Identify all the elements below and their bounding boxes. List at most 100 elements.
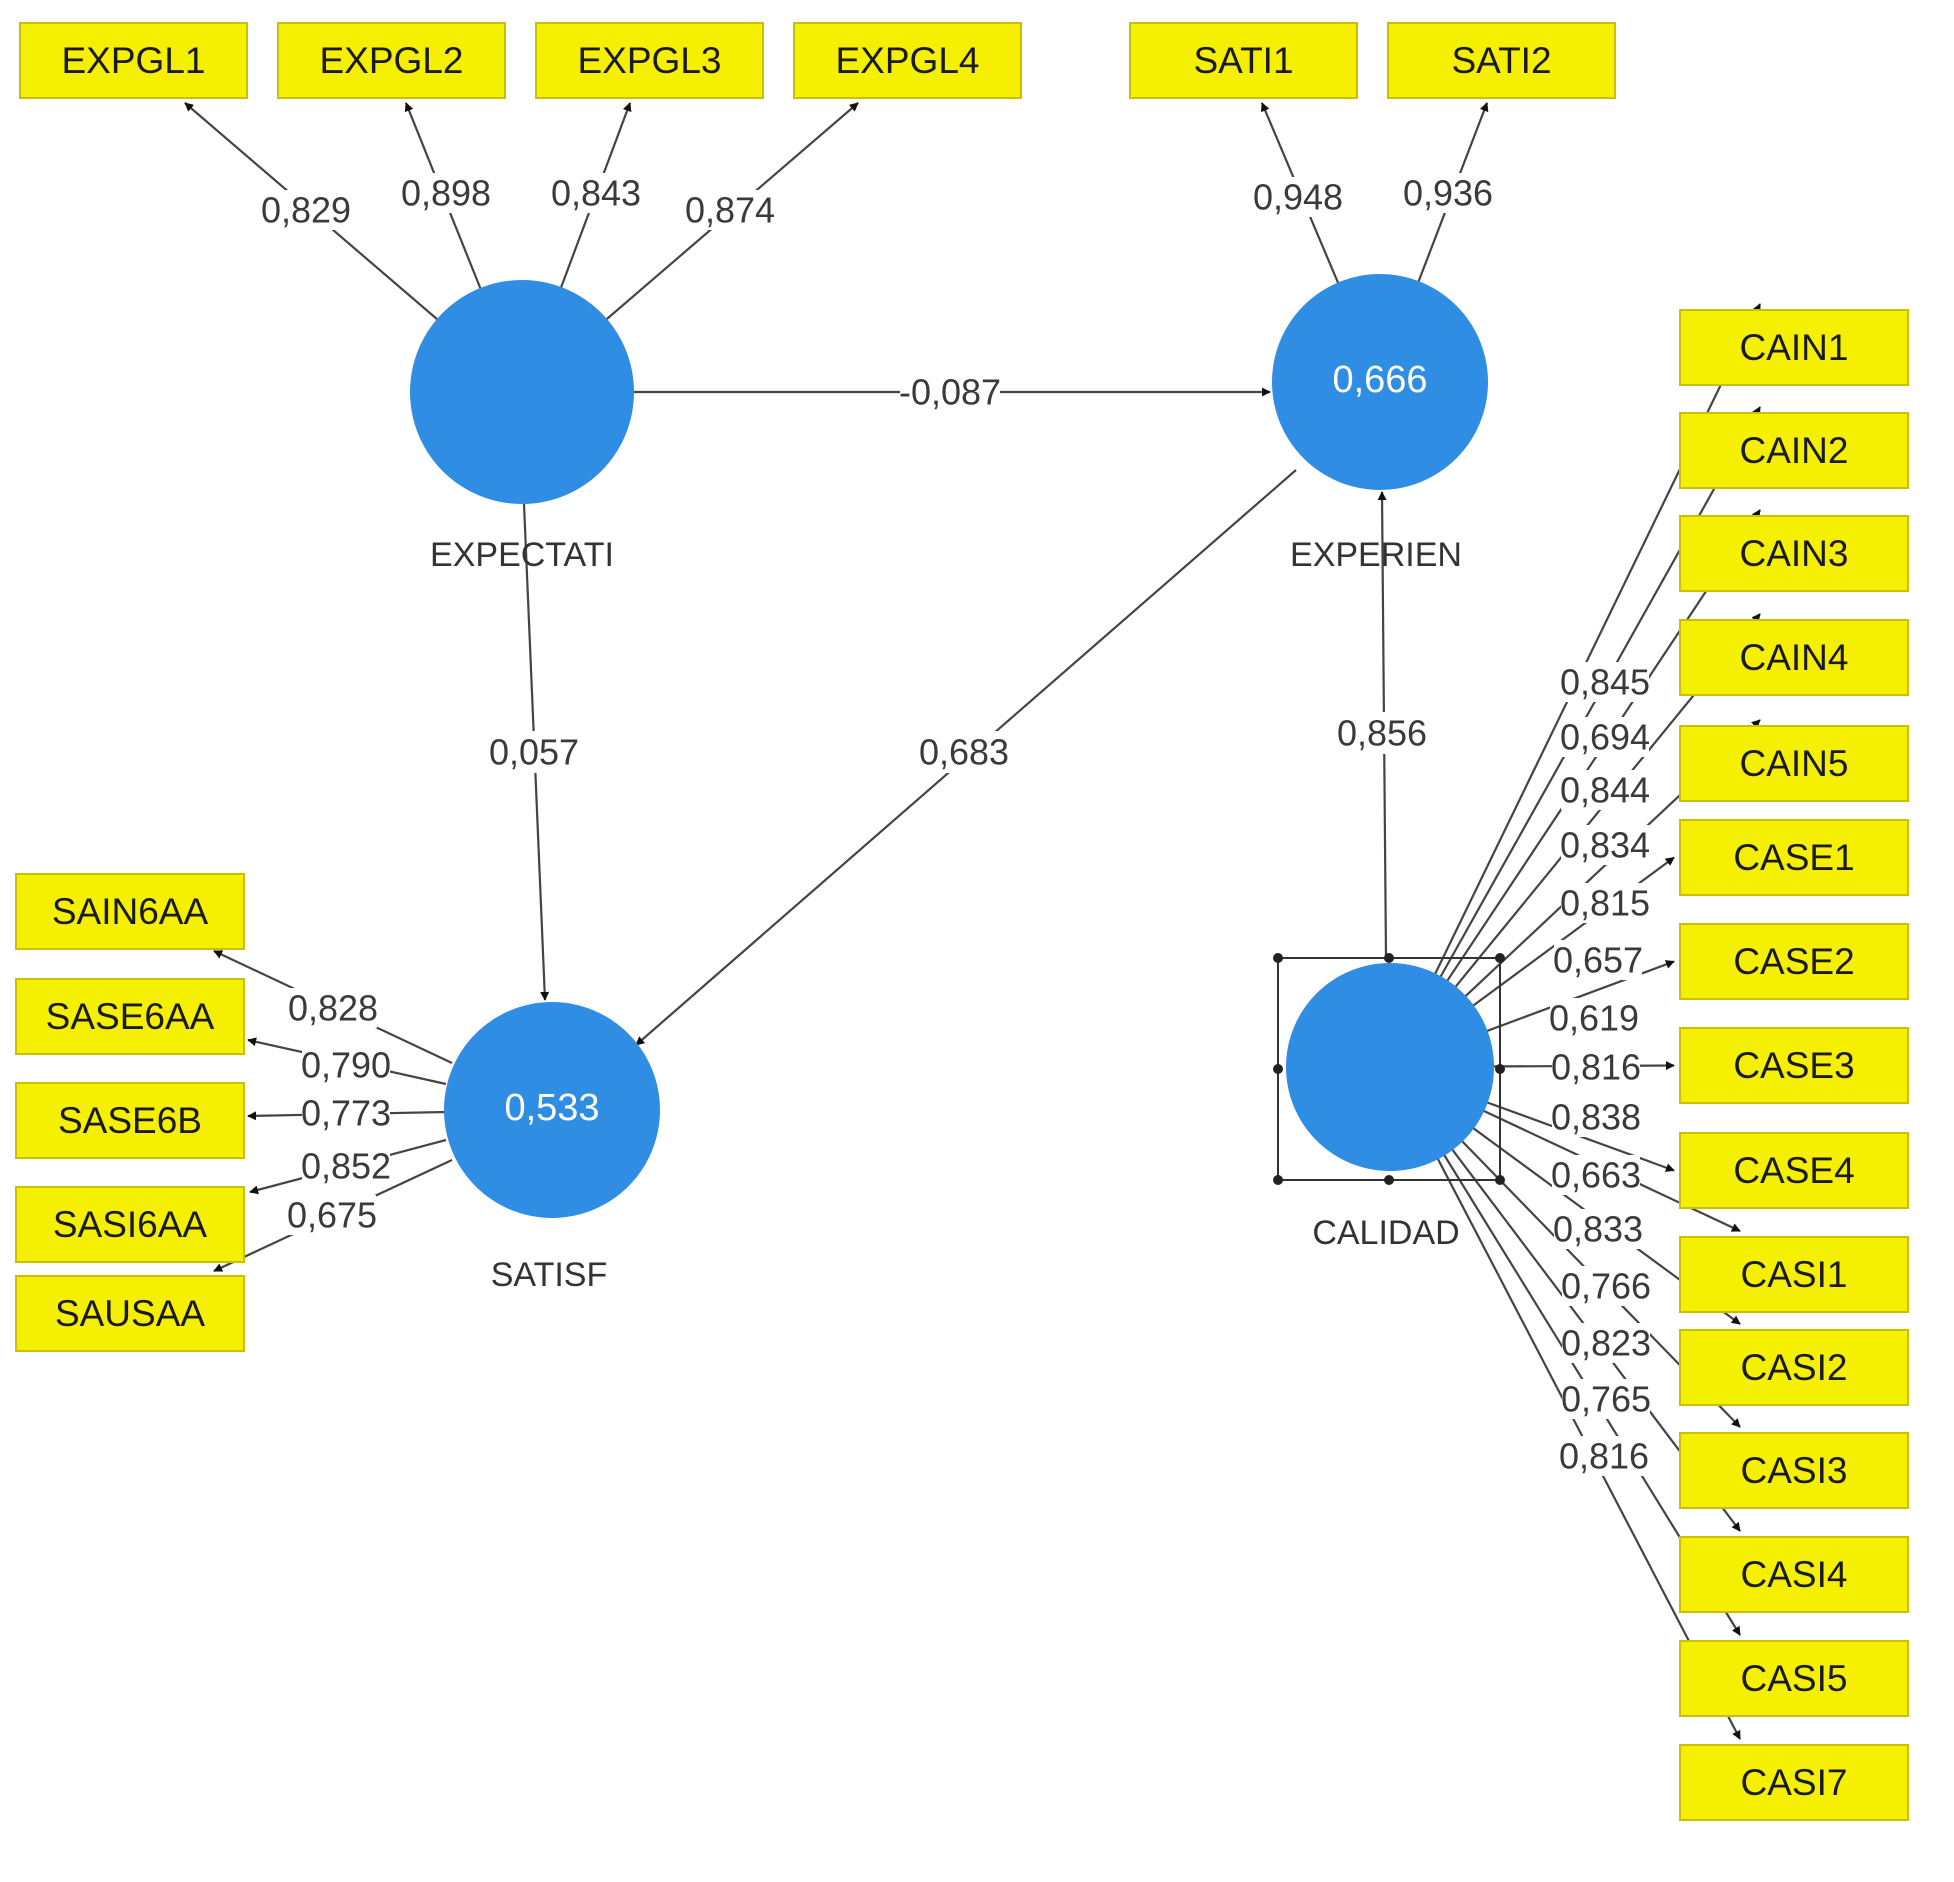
indicator-cain5[interactable]: CAIN5 bbox=[1679, 725, 1909, 802]
loading-label-bg bbox=[686, 190, 774, 230]
indicator-sasi6aa[interactable]: SASI6AA bbox=[15, 1186, 245, 1263]
indicator-label: EXPGL1 bbox=[62, 40, 206, 81]
loading-label-bg bbox=[302, 1045, 390, 1085]
loading-label-bg bbox=[302, 1146, 390, 1186]
indicator-casi5[interactable]: CASI5 bbox=[1679, 1640, 1909, 1717]
loading-coef-cain5: 0,815 bbox=[1560, 883, 1650, 924]
indicator-box[interactable] bbox=[1679, 412, 1909, 489]
indicator-box[interactable] bbox=[1679, 725, 1909, 802]
indicator-case4[interactable]: CASE4 bbox=[1679, 1132, 1909, 1209]
resize-handle[interactable] bbox=[1495, 1064, 1505, 1074]
path-label-bg bbox=[914, 731, 1014, 773]
loading-label-bg bbox=[1561, 825, 1649, 865]
indicator-sati2[interactable]: SATI2 bbox=[1387, 22, 1616, 99]
indicator-case3[interactable]: CASE3 bbox=[1679, 1027, 1909, 1104]
loading-coef-casi5: 0,765 bbox=[1561, 1379, 1651, 1420]
indicator-casi1[interactable]: CASI1 bbox=[1679, 1236, 1909, 1313]
resize-handle[interactable] bbox=[1384, 953, 1394, 963]
loading-coef-case2: 0,619 bbox=[1549, 998, 1639, 1039]
latent-circle[interactable] bbox=[444, 1002, 660, 1218]
latent-circle[interactable] bbox=[1286, 963, 1494, 1171]
indicator-box[interactable] bbox=[1679, 1132, 1909, 1209]
indicator-box[interactable] bbox=[793, 22, 1022, 99]
indicator-box[interactable] bbox=[1679, 1640, 1909, 1717]
indicator-box[interactable] bbox=[1679, 1236, 1909, 1313]
indicator-sati1[interactable]: SATI1 bbox=[1129, 22, 1358, 99]
indicator-sausaa[interactable]: SAUSAA bbox=[15, 1275, 245, 1352]
indicator-box[interactable] bbox=[535, 22, 764, 99]
latent-name: EXPERIEN bbox=[1290, 536, 1462, 574]
indicator-cain3[interactable]: CAIN3 bbox=[1679, 515, 1909, 592]
loading-coef-sain6aa: 0,828 bbox=[288, 988, 378, 1029]
indicator-cain1[interactable]: CAIN1 bbox=[1679, 309, 1909, 386]
indicator-box[interactable] bbox=[15, 1082, 245, 1159]
resize-handle[interactable] bbox=[1273, 1175, 1283, 1185]
loading-coef-casi7: 0,816 bbox=[1559, 1436, 1649, 1477]
loading-arrow-case2[interactable] bbox=[1483, 960, 1675, 1034]
resize-handle[interactable] bbox=[1273, 1064, 1283, 1074]
indicator-box[interactable] bbox=[1679, 1432, 1909, 1509]
indicator-box[interactable] bbox=[15, 978, 245, 1055]
indicator-label: CASI3 bbox=[1741, 1450, 1848, 1491]
indicator-box[interactable] bbox=[15, 1186, 245, 1263]
indicator-case2[interactable]: CASE2 bbox=[1679, 923, 1909, 1000]
indicator-label: CASE3 bbox=[1733, 1045, 1854, 1086]
loading-coef-cain2: 0,694 bbox=[1560, 717, 1650, 758]
loading-label-bg bbox=[1561, 770, 1649, 810]
latent-expectati[interactable]: EXPECTATI bbox=[410, 280, 634, 574]
latent-calidad[interactable]: CALIDAD bbox=[1286, 963, 1494, 1252]
indicator-cain4[interactable]: CAIN4 bbox=[1679, 619, 1909, 696]
indicator-box[interactable] bbox=[1679, 515, 1909, 592]
indicator-box[interactable] bbox=[1679, 1027, 1909, 1104]
indicator-box[interactable] bbox=[1679, 819, 1909, 896]
indicator-box[interactable] bbox=[1129, 22, 1358, 99]
loading-label-bg bbox=[288, 1195, 376, 1235]
indicator-case1[interactable]: CASE1 bbox=[1679, 819, 1909, 896]
indicator-label: CASI2 bbox=[1741, 1347, 1848, 1388]
path-label-bg bbox=[900, 371, 1000, 413]
loading-coef-expgl4: 0,874 bbox=[685, 190, 775, 231]
latent-r2-value: 0,533 bbox=[504, 1087, 599, 1129]
indicator-cain2[interactable]: CAIN2 bbox=[1679, 412, 1909, 489]
indicator-box[interactable] bbox=[19, 22, 248, 99]
indicator-box[interactable] bbox=[1679, 923, 1909, 1000]
loading-coef-expgl3: 0,843 bbox=[551, 173, 641, 214]
resize-handle[interactable] bbox=[1273, 953, 1283, 963]
indicator-label: CAIN1 bbox=[1740, 327, 1849, 368]
indicator-box[interactable] bbox=[1679, 619, 1909, 696]
indicator-casi3[interactable]: CASI3 bbox=[1679, 1432, 1909, 1509]
indicator-expgl1[interactable]: EXPGL1 bbox=[19, 22, 248, 99]
indicator-box[interactable] bbox=[1387, 22, 1616, 99]
indicator-casi4[interactable]: CASI4 bbox=[1679, 1536, 1909, 1613]
indicator-box[interactable] bbox=[1679, 1329, 1909, 1406]
calidad-selection-box[interactable] bbox=[1273, 953, 1505, 1185]
indicator-label: SAIN6AA bbox=[52, 891, 209, 932]
indicator-label: SATI1 bbox=[1193, 40, 1293, 81]
indicator-expgl2[interactable]: EXPGL2 bbox=[277, 22, 506, 99]
indicator-box[interactable] bbox=[277, 22, 506, 99]
indicator-expgl4[interactable]: EXPGL4 bbox=[793, 22, 1022, 99]
indicator-casi2[interactable]: CASI2 bbox=[1679, 1329, 1909, 1406]
loading-arrow-case1[interactable] bbox=[1469, 856, 1675, 1009]
indicator-sase6aa[interactable]: SASE6AA bbox=[15, 978, 245, 1055]
latent-circle[interactable] bbox=[1272, 274, 1488, 490]
latent-circle[interactable] bbox=[410, 280, 634, 504]
indicator-casi7[interactable]: CASI7 bbox=[1679, 1744, 1909, 1821]
resize-handle[interactable] bbox=[1495, 1175, 1505, 1185]
latent-name: SATISF bbox=[491, 1256, 608, 1294]
indicator-box[interactable] bbox=[1679, 1744, 1909, 1821]
resize-handle[interactable] bbox=[1384, 1175, 1394, 1185]
indicator-box[interactable] bbox=[1679, 1536, 1909, 1613]
indicator-box[interactable] bbox=[15, 873, 245, 950]
resize-handle[interactable] bbox=[1495, 953, 1505, 963]
indicator-box[interactable] bbox=[1679, 309, 1909, 386]
indicator-box[interactable] bbox=[15, 1275, 245, 1352]
path-coef-experien-to-satisf: 0,683 bbox=[919, 732, 1009, 773]
indicator-expgl3[interactable]: EXPGL3 bbox=[535, 22, 764, 99]
indicator-label: SATI2 bbox=[1451, 40, 1551, 81]
indicators-layer: EXPGL1 EXPGL2 EXPGL3 EXPGL4 SATI1 SATI2SAIN6A… bbox=[15, 22, 1909, 1821]
indicator-sain6aa[interactable]: SAIN6AA bbox=[15, 873, 245, 950]
indicator-sase6b[interactable]: SASE6B bbox=[15, 1082, 245, 1159]
